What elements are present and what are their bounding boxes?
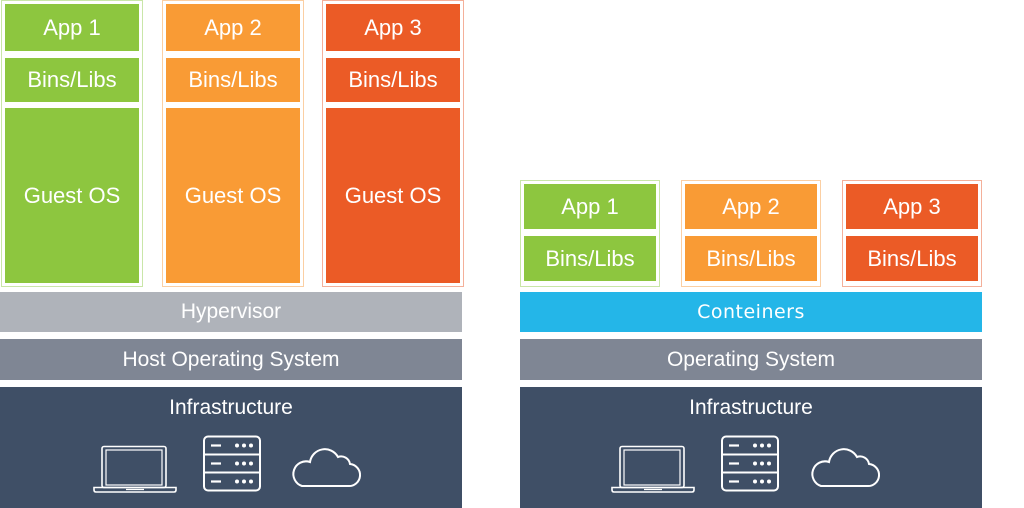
- vm-app-3: App 3: [326, 4, 460, 51]
- container-column-3: App 3 Bins/Libs: [842, 180, 982, 287]
- container-libs-2: Bins/Libs: [685, 236, 817, 281]
- vm-libs-1: Bins/Libs: [5, 58, 139, 102]
- container-libs-1: Bins/Libs: [524, 236, 656, 281]
- infrastructure-title: Infrastructure: [169, 396, 293, 419]
- vm-guest-os-2: Guest OS: [166, 108, 300, 283]
- host-os-layer: Host Operating System: [0, 339, 462, 380]
- container-column-2: App 2 Bins/Libs: [681, 180, 821, 287]
- container-app-1: App 1: [524, 184, 656, 229]
- vm-column-3: App 3 Bins/Libs Guest OS: [322, 0, 464, 287]
- cloud-icon: [811, 448, 881, 488]
- vm-app-1: App 1: [5, 4, 139, 51]
- container-infrastructure-layer: Infrastructure: [520, 387, 982, 508]
- server-icon: [721, 435, 779, 492]
- container-app-2: App 2: [685, 184, 817, 229]
- vm-column-2: App 2 Bins/Libs Guest OS: [162, 0, 304, 287]
- os-layer: Operating System: [520, 339, 982, 380]
- containers-layer: Conteiners: [520, 292, 982, 332]
- vm-column-1: App 1 Bins/Libs Guest OS: [1, 0, 143, 287]
- vm-app-2: App 2: [166, 4, 300, 51]
- hypervisor-layer: Hypervisor: [0, 292, 462, 332]
- laptop-icon: [93, 445, 177, 493]
- vm-guest-os-1: Guest OS: [5, 108, 139, 283]
- vm-guest-os-3: Guest OS: [326, 108, 460, 283]
- infrastructure-title: Infrastructure: [689, 396, 813, 419]
- container-column-1: App 1 Bins/Libs: [520, 180, 660, 287]
- laptop-icon: [611, 445, 695, 493]
- server-icon: [203, 435, 261, 492]
- cloud-icon: [292, 448, 362, 488]
- vm-infrastructure-layer: Infrastructure: [0, 387, 462, 508]
- vm-libs-2: Bins/Libs: [166, 58, 300, 102]
- container-libs-3: Bins/Libs: [846, 236, 978, 281]
- vm-libs-3: Bins/Libs: [326, 58, 460, 102]
- container-app-3: App 3: [846, 184, 978, 229]
